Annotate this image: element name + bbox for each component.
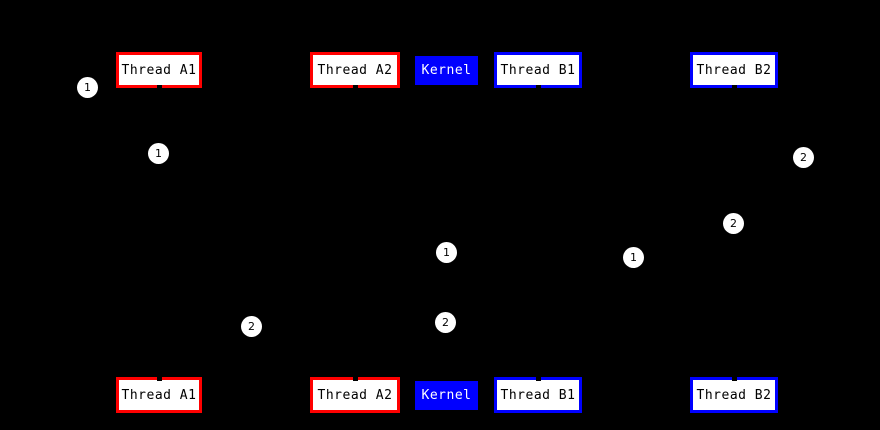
lifeline-kernel: [446, 85, 447, 377]
lifeline-notch-thread-a1-header: [157, 85, 162, 89]
participant-label: Thread B1: [500, 387, 576, 403]
participant-label: Thread B2: [696, 62, 772, 78]
message-arrow-3: [734, 157, 814, 158]
sequence-number-label: 2: [442, 316, 449, 329]
participant-label: Kernel: [421, 63, 472, 78]
lifeline-notch-thread-b2-footer: [732, 377, 737, 381]
lifeline-notch-thread-a2-footer: [353, 377, 358, 381]
sequence-number-label: 1: [155, 147, 162, 160]
message-arrow-7: [355, 322, 446, 323]
sequence-number-badge: 1: [623, 247, 644, 268]
sequence-number-label: 2: [800, 151, 807, 164]
lifeline-thread-a2: [355, 88, 356, 377]
participant-thread-b1-footer[interactable]: Thread B1: [494, 377, 582, 413]
message-arrow-2: [159, 153, 200, 154]
participant-thread-b2-header[interactable]: Thread B2: [690, 52, 778, 88]
sequence-number-badge: 2: [241, 316, 262, 337]
participant-label: Thread A1: [121, 387, 197, 403]
sequence-number-label: 1: [84, 81, 91, 94]
participant-thread-a1-footer[interactable]: Thread A1: [116, 377, 202, 413]
lifeline-notch-thread-b1-header: [536, 85, 541, 89]
sequence-number-label: 1: [630, 251, 637, 264]
participant-label: Thread B2: [696, 387, 772, 403]
sequence-number-badge: 2: [723, 213, 744, 234]
message-arrow-6: [538, 257, 633, 258]
participant-thread-a2-header[interactable]: Thread A2: [310, 52, 400, 88]
sequence-number-badge: 2: [793, 147, 814, 168]
lifeline-notch-thread-a2-header: [353, 85, 358, 89]
sequence-number-badge: 1: [77, 77, 98, 98]
participant-label: Kernel: [421, 388, 472, 403]
participant-label: Thread A2: [317, 387, 393, 403]
participant-thread-b2-footer[interactable]: Thread B2: [690, 377, 778, 413]
participant-kernel-header[interactable]: Kernel: [415, 56, 478, 85]
lifeline-thread-a1: [159, 88, 160, 377]
participant-kernel-footer[interactable]: Kernel: [415, 381, 478, 410]
participant-thread-b1-header[interactable]: Thread B1: [494, 52, 582, 88]
sequence-number-label: 2: [248, 320, 255, 333]
message-arrow-4: [700, 223, 734, 224]
lifeline-notch-thread-a1-footer: [157, 377, 162, 381]
participant-label: Thread A1: [121, 62, 197, 78]
lifeline-notch-thread-b2-header: [732, 85, 737, 89]
sequence-number-label: 2: [730, 217, 737, 230]
message-arrow-5: [446, 252, 538, 253]
participant-thread-a2-footer[interactable]: Thread A2: [310, 377, 400, 413]
sequence-number-label: 1: [443, 246, 450, 259]
sequence-number-badge: 1: [148, 143, 169, 164]
participant-label: Thread A2: [317, 62, 393, 78]
participant-thread-a1-header[interactable]: Thread A1: [116, 52, 202, 88]
lifeline-notch-thread-b1-footer: [536, 377, 541, 381]
sequence-number-badge: 1: [436, 242, 457, 263]
participant-label: Thread B1: [500, 62, 576, 78]
sequence-number-badge: 2: [435, 312, 456, 333]
lifeline-thread-b1: [538, 88, 539, 377]
